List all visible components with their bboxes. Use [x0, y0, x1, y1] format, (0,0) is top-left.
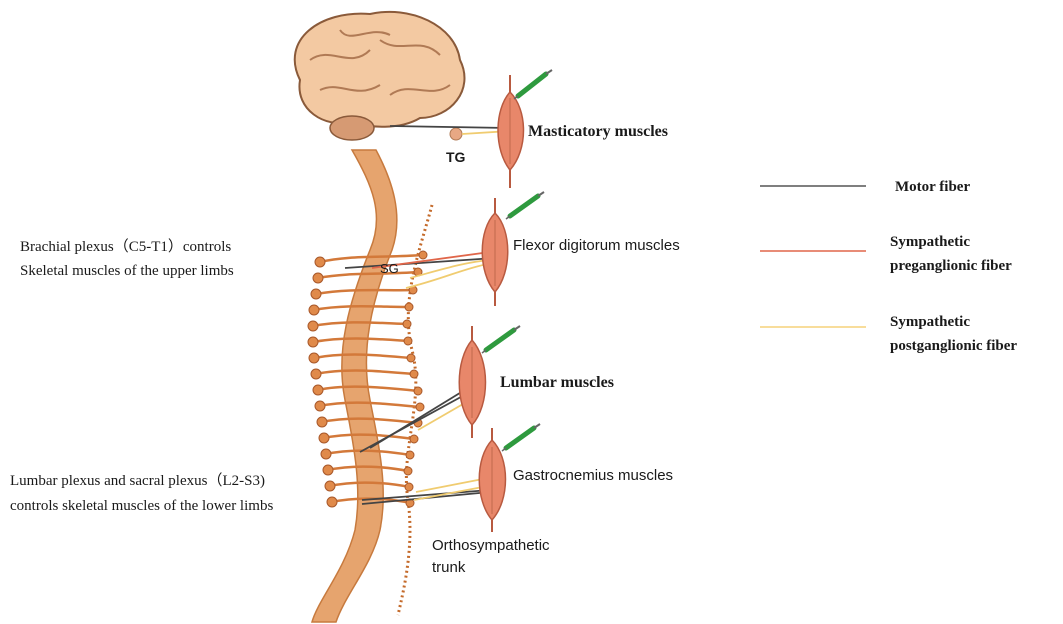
- legend-label-preganglionic-2: preganglionic fiber: [890, 258, 1012, 274]
- tg-label: TG: [446, 149, 466, 165]
- lumbar-plexus-label-line2: controls skeletal muscles of the lower l…: [10, 498, 273, 514]
- masticatory-label: Masticatory muscles: [528, 123, 668, 140]
- legend-label-postganglionic-1: Sympathetic: [890, 314, 970, 330]
- sg-label: SG: [380, 261, 399, 276]
- legend: Motor fiber Sympathetic preganglionic fi…: [760, 179, 1017, 354]
- syringe-icon: [514, 70, 552, 99]
- brain: [295, 12, 465, 140]
- orthosympathetic-trunk: [398, 205, 432, 615]
- syringe-icon: [502, 424, 540, 451]
- lumbar-plexus-label-line1: Lumbar plexus and sacral plexus（L2-S3): [10, 472, 265, 489]
- brachial-plexus-label-line2: Skeletal muscles of the upper limbs: [20, 263, 234, 279]
- lumbar-muscles-label: Lumbar muscles: [500, 374, 614, 391]
- flexor-label: Flexor digitorum muscles: [513, 237, 680, 254]
- trunk-label-line1: Orthosympathetic: [432, 537, 550, 554]
- syringe-icon: [482, 326, 520, 353]
- muscle-gastrocnemius: [479, 428, 505, 532]
- gastrocnemius-label: Gastrocnemius muscles: [513, 467, 673, 484]
- muscle-lumbar: [459, 326, 485, 438]
- syringe-icon: [506, 192, 544, 219]
- legend-label-preganglionic-1: Sympathetic: [890, 234, 970, 250]
- tg-ganglion: [450, 128, 462, 140]
- muscle-flexor: [482, 198, 508, 306]
- trunk-label-line2: trunk: [432, 559, 466, 576]
- legend-label-postganglionic-2: postganglionic fiber: [890, 338, 1017, 354]
- legend-label-motor: Motor fiber: [895, 179, 970, 195]
- brachial-plexus-label-line1: Brachial plexus（C5-T1）controls: [20, 238, 231, 255]
